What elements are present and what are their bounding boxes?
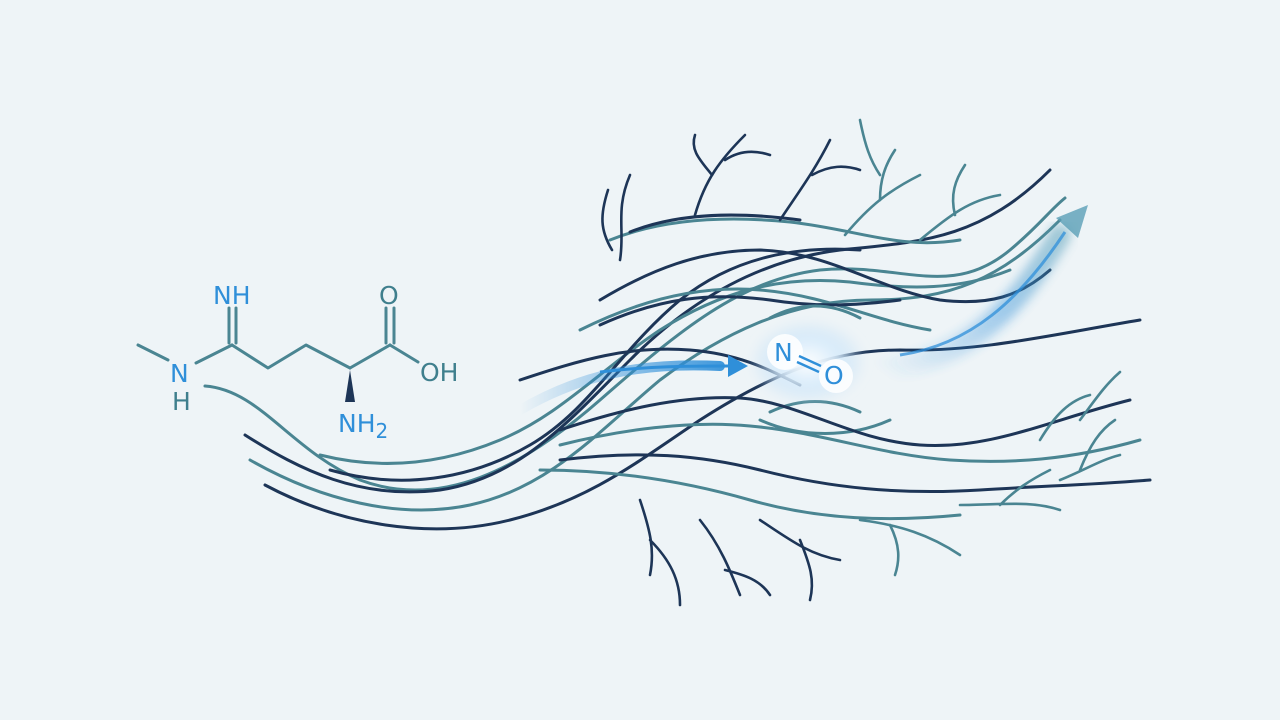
vessel-strand [758, 418, 892, 435]
vessel-branch [648, 538, 682, 607]
vessel-branch [693, 133, 747, 217]
methyl-bond [136, 343, 170, 362]
vessel-branch [951, 163, 967, 217]
vessel-branch [618, 173, 632, 262]
vessel-branch [878, 148, 897, 202]
no-double-bond [796, 360, 820, 374]
vessel-branch [638, 498, 654, 577]
vessel-branch [692, 133, 714, 177]
vessel-branch [723, 568, 772, 597]
release-stream-core [899, 231, 1067, 357]
no-nitrogen: N [774, 338, 793, 367]
vessel-strand [608, 217, 962, 245]
vessel-branch [1078, 418, 1117, 472]
amine-h-label: H [172, 387, 191, 416]
no-oxygen: O [824, 361, 844, 390]
amine-n-label: N [170, 359, 189, 388]
alpha-amine-main: NH [338, 409, 376, 438]
hydroxyl-label: OH [420, 358, 458, 387]
vessel-branch [798, 538, 814, 602]
vessel-bundle [203, 168, 1152, 531]
vessel-strand [248, 218, 1062, 512]
vessel-strand [558, 453, 1152, 494]
bond-n-c [194, 343, 234, 365]
vessel-branch [810, 165, 862, 177]
vessel-strand [768, 304, 862, 320]
vessel-branch [698, 518, 742, 597]
flow-arrow-icon [515, 355, 748, 415]
vessel-strand [598, 248, 1052, 304]
vessel-strand [558, 422, 1142, 463]
vessel-branch [723, 150, 772, 162]
vessel-branch [1078, 370, 1122, 422]
stereo-wedge [345, 370, 355, 402]
alpha-amine-label: NH2 [338, 409, 388, 443]
imine-label: NH [213, 281, 251, 310]
no-double-bond [798, 354, 822, 368]
vessel-branch [958, 502, 1062, 512]
vessel-branch [778, 138, 832, 222]
no-glow [750, 320, 866, 404]
release-arrow-icon [869, 205, 1088, 381]
vessel-branch [601, 188, 614, 252]
vessel-branch-icon [601, 118, 1122, 607]
vessel-strand [538, 468, 962, 521]
vessel-branch [758, 518, 842, 562]
vessel-branch [918, 193, 1002, 242]
vessel-branch [1038, 393, 1092, 442]
carbonyl-label: O [379, 281, 399, 310]
vessel-branch [888, 523, 900, 577]
vessel-branch [858, 118, 882, 177]
hydroxyl-bond [388, 343, 420, 364]
vessel-strand [628, 213, 802, 234]
carbon-chain [230, 343, 352, 370]
vessel-strand [558, 396, 1132, 448]
vessel-branch [998, 468, 1052, 507]
arginine-structure: NH O OH N H NH2 [136, 281, 458, 443]
no-o-glow [819, 359, 853, 393]
alpha-amine-subscript: 2 [376, 419, 389, 443]
release-arrowhead [1056, 205, 1088, 238]
vessel-strand [578, 287, 932, 332]
no-n-glow [767, 334, 803, 370]
flow-arrowhead [728, 355, 748, 377]
vessel-strand [598, 295, 902, 327]
vessel-branch [1058, 453, 1122, 482]
flow-stream [515, 360, 725, 415]
vessel-branch [858, 518, 962, 557]
flow-arrow-shaft [599, 364, 731, 374]
carboxyl-bond [348, 343, 392, 370]
nitric-oxide-molecule: N O [750, 320, 866, 404]
